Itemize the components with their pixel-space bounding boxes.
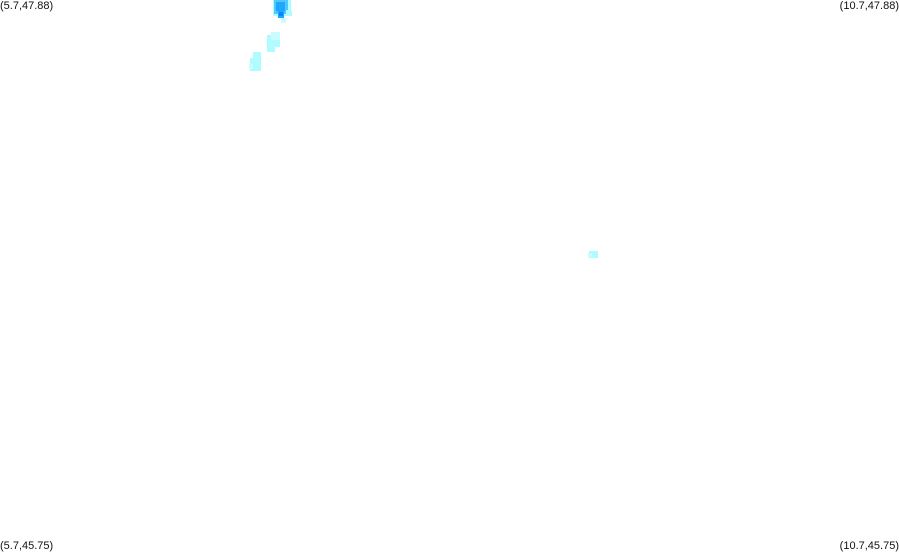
echo-pixel	[271, 32, 280, 40]
east-light-echo	[588, 251, 598, 258]
top-right-coordinate-label: (10.7,47.88)	[839, 0, 899, 12]
storm-cell-pixel	[281, 18, 286, 23]
echo-pixel	[267, 45, 275, 52]
storm-cell-pixel	[276, 2, 285, 11]
echo-pixel	[250, 58, 261, 71]
echo-pixel	[588, 253, 592, 257]
echo-pixel	[589, 251, 598, 258]
north-storm-cell	[273, 0, 292, 23]
echo-pixel	[249, 64, 253, 69]
storm-cell-pixel	[286, 10, 292, 16]
storm-cell-pixel	[279, 12, 283, 16]
echo-pixel	[253, 52, 261, 60]
bottom-right-coordinate-label: (10.7,45.75)	[839, 540, 899, 552]
west-light-echo	[249, 32, 280, 71]
top-left-coordinate-label: (5.7,47.88)	[0, 0, 54, 12]
bottom-left-coordinate-label: (5.7,45.75)	[0, 540, 54, 552]
